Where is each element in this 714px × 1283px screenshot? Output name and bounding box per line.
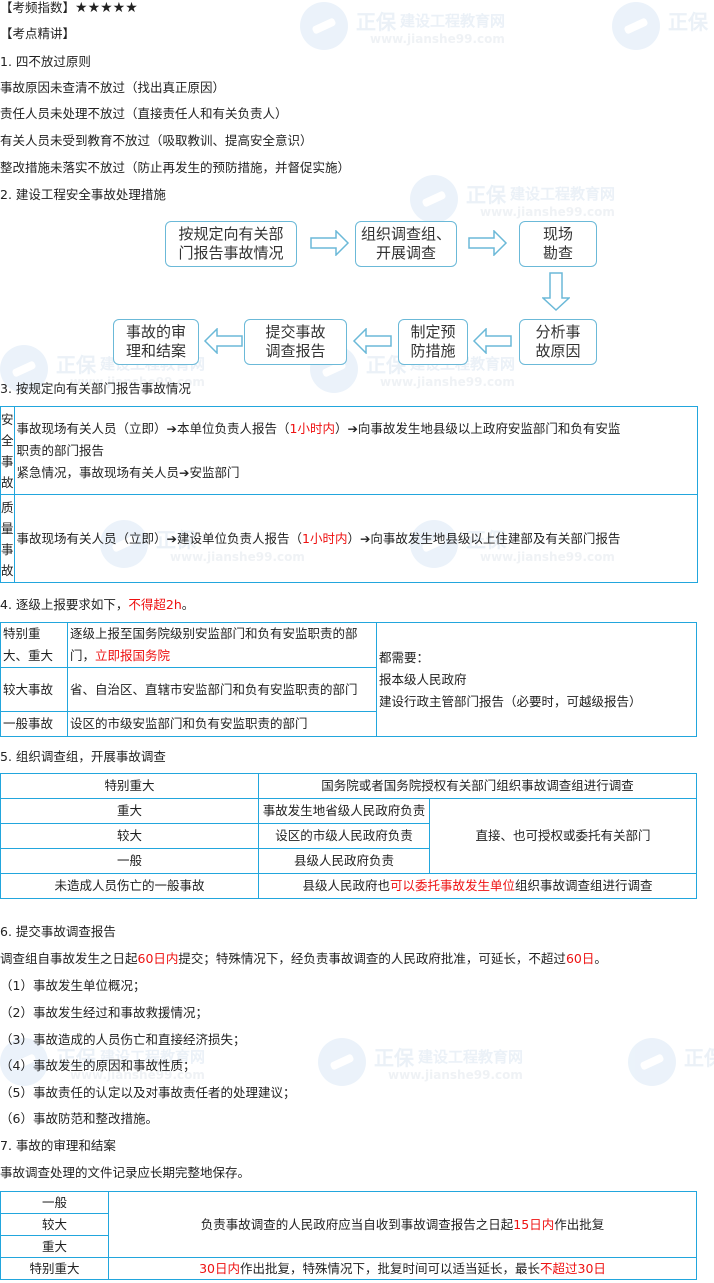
section1-title: 1. 四不放过原则 xyxy=(0,54,91,69)
watermark-logo-icon xyxy=(300,2,348,50)
section1-item: 整改措施未落实不放过（防止再发生的预防措施，并督促实施） xyxy=(0,160,351,175)
table-row: 特别重大、重大 逐级上报至国务院级别安监部门和负有安监职责的部门，立即报国务院 … xyxy=(0,622,697,737)
section6-item: （5）事故责任的认定以及对事故责任者的处理建议； xyxy=(0,1085,296,1100)
common-requirements-cell: 都需要： 报本级人民政府 建设行政主管部门报告（必要时，可越级报告） xyxy=(376,622,697,737)
section7-intro: 事故调查处理的文件记录应长期完整地保存。 xyxy=(0,1165,251,1180)
table-row: 重大 事故发生地省级人民政府负责 直接、也可授权或委托有关部门 xyxy=(0,798,697,874)
section6-item: （6）事故防范和整改措施。 xyxy=(0,1111,158,1126)
table-row: 质量事故 事故现场有关人员（立即）➔建设单位负责人报告（1小时内）➔向事故发生地… xyxy=(0,494,699,583)
watermark-logo-icon xyxy=(612,2,660,50)
watermark-logo-icon xyxy=(318,1038,366,1086)
section6-item: （3）事故造成的人员伤亡和直接经济损失； xyxy=(0,1032,246,1047)
flow-step-prevention: 制定预防措施 xyxy=(398,319,468,365)
table-row: 特别重大 30日内作出批复，特殊情况下，批复时间可以适当延长，最长不超过30日 xyxy=(0,1257,697,1280)
frequency-line: 【考频指数】★★★★★ xyxy=(0,0,138,16)
level-cell: 特别重大、重大 xyxy=(0,622,68,668)
investigation-table: 特别重大 国务院或者国务院授权有关部门组织事故调查组进行调查 重大 事故发生地省… xyxy=(0,773,697,899)
arrow-left-icon xyxy=(352,328,392,354)
section1-item: 责任人员未处理不放过（直接责任人和有关负责人） xyxy=(0,106,288,121)
section6-item: （1）事故发生单位概况； xyxy=(0,978,146,993)
department-cell: 设区的市级安监部门和负有安监职责的部门 xyxy=(67,711,377,737)
section6-item: （2）事故发生经过和事故救援情况； xyxy=(0,1005,208,1020)
row-label-quality: 质量事故 xyxy=(0,494,15,583)
table-row: 特别重大 国务院或者国务院授权有关部门组织事故调查组进行调查 xyxy=(0,773,697,799)
report-procedure-table: 安全事故 事故现场有关人员（立即）➔本单位负责人报告（1小时内）➔向事故发生地县… xyxy=(0,406,699,583)
row-content: 事故现场有关人员（立即）➔建设单位负责人报告（1小时内）➔向事故发生地县级以上住… xyxy=(13,494,699,583)
table-row: 较大 xyxy=(0,1213,697,1236)
authority-cell: 国务院或者国务院授权有关部门组织事故调查组进行调查 xyxy=(258,773,697,799)
section5-title: 5. 组织调查组，开展事故调查 xyxy=(0,749,166,764)
table-row: 一般 县级人民政府负责 xyxy=(0,848,697,874)
section2-title: 2. 建设工程安全事故处理措施 xyxy=(0,187,166,202)
table-row: 较大事故 省、自治区、直辖市安监部门和负有安监职责的部门 xyxy=(0,667,697,712)
section6-title: 6. 提交事故调查报告 xyxy=(0,924,116,939)
department-cell: 逐级上报至国务院级别安监部门和负有安监职责的部门，立即报国务院 xyxy=(67,622,377,668)
flow-step-investigate: 组织调查组、开展调查 xyxy=(355,221,457,267)
approval-cell: 30日内作出批复，特殊情况下，批复时间可以适当延长，最长不超过30日 xyxy=(108,1257,697,1280)
row-content: 事故现场有关人员（立即）➔本单位负责人报告（1小时内）➔向事故发生地县级以上政府… xyxy=(13,406,699,495)
arrow-right-icon xyxy=(468,230,508,256)
key-points-label: 【考点精讲】 xyxy=(0,26,76,41)
department-cell: 省、自治区、直辖市安监部门和负有安监职责的部门 xyxy=(67,667,377,712)
level-cell: 较大事故 xyxy=(0,667,68,712)
level-cell: 重大 xyxy=(0,798,259,824)
table-row: 一般 负责事故调查的人民政府应当自收到事故调查报告之日起15日内作出批复 xyxy=(0,1191,697,1258)
arrow-left-icon xyxy=(472,328,512,354)
watermark-logo-icon xyxy=(628,1038,676,1086)
section4-title: 4. 逐级上报要求如下，不得超2h。 xyxy=(0,597,195,612)
section7-title: 7. 事故的审理和结案 xyxy=(0,1138,116,1153)
flow-step-submit-report: 提交事故调查报告 xyxy=(244,319,347,365)
flow-step-review-close: 事故的审理和结案 xyxy=(113,319,199,365)
arrow-right-icon xyxy=(310,230,350,256)
row-label-safety: 安全事故 xyxy=(0,406,15,495)
table-row: 一般事故 设区的市级安监部门和负有安监职责的部门 xyxy=(0,711,697,737)
level-cell: 一般 xyxy=(0,848,259,874)
authority-cell: 县级人民政府也可以委托事故发生单位组织事故调查组进行调查 xyxy=(258,873,697,899)
level-cell: 一般事故 xyxy=(0,711,68,737)
level-cell: 较大 xyxy=(0,823,259,849)
approval-table: 一般 负责事故调查的人民政府应当自收到事故调查报告之日起15日内作出批复 较大 … xyxy=(0,1191,697,1280)
flow-step-site-survey: 现场勘查 xyxy=(519,221,597,267)
level-cell: 特别重大 xyxy=(0,1257,109,1280)
frequency-label: 【考频指数】 xyxy=(0,0,76,15)
merged-approval-cell: 负责事故调查的人民政府应当自收到事故调查报告之日起15日内作出批复 xyxy=(108,1191,697,1258)
level-cell: 特别重大 xyxy=(0,773,259,799)
level-cell: 未造成人员伤亡的一般事故 xyxy=(0,873,259,899)
merged-authority-cell: 直接、也可授权或委托有关部门 xyxy=(429,798,697,874)
section3-title: 3. 按规定向有关部门报告事故情况 xyxy=(0,381,191,396)
section6-intro: 调查组自事故发生之日起60日内提交；特殊情况下，经负责事故调查的人民政府批准，可… xyxy=(0,951,607,966)
level-cell: 一般 xyxy=(0,1191,109,1214)
authority-cell: 县级人民政府负责 xyxy=(258,848,430,874)
section1-item: 有关人员未受到教育不放过（吸取教训、提高安全意识） xyxy=(0,133,313,148)
authority-cell: 设区的市级人民政府负责 xyxy=(258,823,430,849)
table-row: 安全事故 事故现场有关人员（立即）➔本单位负责人报告（1小时内）➔向事故发生地县… xyxy=(0,406,699,495)
authority-cell: 事故发生地省级人民政府负责 xyxy=(258,798,430,824)
level-cell: 较大 xyxy=(0,1213,109,1236)
flow-step-analyze-cause: 分析事故原因 xyxy=(519,319,597,365)
arrow-left-icon xyxy=(203,328,243,354)
section1-item: 事故原因未查清不放过（找出真正原因） xyxy=(0,80,226,95)
frequency-stars: ★★★★★ xyxy=(75,0,138,16)
section6-item: （4）事故发生的原因和事故性质； xyxy=(0,1058,196,1073)
flow-step-report: 按规定向有关部门报告事故情况 xyxy=(165,221,297,267)
level-cell: 重大 xyxy=(0,1235,109,1258)
table-row: 未造成人员伤亡的一般事故 县级人民政府也可以委托事故发生单位组织事故调查组进行调… xyxy=(0,873,697,899)
watermark-logo-icon xyxy=(410,175,458,223)
escalation-table: 特别重大、重大 逐级上报至国务院级别安监部门和负有安监职责的部门，立即报国务院 … xyxy=(0,622,697,737)
arrow-down-icon xyxy=(542,272,570,312)
